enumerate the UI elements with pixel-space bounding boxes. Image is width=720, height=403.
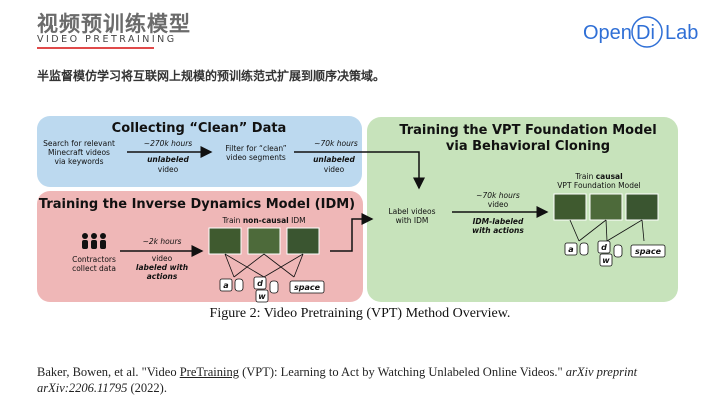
vpt-frames: [553, 193, 659, 221]
idm-connection-lines: [224, 253, 304, 278]
idm-keys: a d w space: [219, 276, 325, 303]
logo-text-lab: Lab: [665, 22, 698, 44]
idm-frame-2: [247, 227, 281, 255]
vpt-frame-3: [625, 193, 659, 221]
vpt-arrow-video: video: [488, 200, 509, 209]
opendilab-logo: Open Di Lab: [583, 16, 698, 48]
vpt-keys: a d w space: [564, 240, 666, 267]
svg-text:space: space: [635, 247, 662, 256]
idm-mouse-icon: [234, 278, 244, 292]
idm-arrow-labeled: labeled with: [136, 263, 188, 272]
vpt-connection-lines: [569, 219, 645, 242]
arrow2-hours: ~70k hours: [314, 139, 358, 148]
arrow2-video: video: [324, 165, 345, 174]
contractors-line-1: Contractors: [72, 255, 116, 264]
filter-line-1: Filter for “clean”: [225, 144, 286, 153]
vpt-arrow-with-actions: with actions: [472, 226, 524, 235]
contractors-icon: [82, 233, 106, 249]
idm-arrow-actions: actions: [147, 272, 178, 281]
idm-train-label: Train non-causal IDM: [221, 216, 305, 225]
idm-arrow-video: video: [152, 254, 173, 263]
vpt-title-1: Training the VPT Foundation Model: [399, 123, 656, 138]
contractors-line-2: collect data: [72, 264, 116, 273]
idm-frame-1: [208, 227, 242, 255]
filter-line-2: video segments: [226, 153, 286, 162]
vpt-key-a: [564, 242, 578, 256]
svg-text:d: d: [257, 279, 263, 288]
figure-caption: Figure 2: Video Pretraining (VPT) Method…: [209, 306, 511, 321]
vpt-arrow-idm-labeled: IDM-labeled: [473, 217, 524, 226]
vpt-mouse-icon: [579, 242, 589, 256]
vpt-key-space: [630, 244, 666, 258]
vpt-arrow-hours: ~70k hours: [476, 191, 520, 200]
arrow-filter-to-label: [294, 151, 425, 190]
logo-text-open: Open: [583, 22, 632, 44]
arrow2-unlabeled: unlabeled: [313, 155, 355, 164]
subtitle-underline: [37, 47, 154, 49]
label-line-1: Label videos: [388, 207, 435, 216]
idm-frames: [208, 227, 320, 255]
vpt-train-line-1: Train causal: [574, 172, 622, 181]
page-subtitle: VIDEO PRETRAINING: [37, 34, 177, 45]
logo-ring-icon: [631, 16, 663, 48]
idm-mouse-icon-2: [269, 280, 279, 294]
vpt-key-w: [599, 253, 613, 267]
svg-text:w: w: [602, 256, 610, 265]
vpt-frame-2: [589, 193, 623, 221]
search-line-1: Search for relevant: [43, 139, 115, 148]
svg-text:w: w: [258, 292, 266, 301]
idm-title: Training the Inverse Dynamics Model (IDM…: [39, 197, 355, 212]
vpt-frame-1: [553, 193, 587, 221]
label-line-2: with IDM: [396, 216, 429, 225]
idm-key-w: [255, 289, 269, 303]
idm-key-d: [253, 276, 267, 290]
svg-text:d: d: [601, 243, 607, 252]
idm-key-space: [289, 280, 325, 294]
vpt-title-2: via Behavioral Cloning: [446, 139, 610, 154]
vpt-key-d: [597, 240, 611, 254]
description-text: 半监督模仿学习将互联网上规模的预训练范式扩展到顺序决策域。: [37, 69, 386, 83]
collect-title: Collecting “Clean” Data: [112, 121, 287, 136]
arrow1-unlabeled: unlabeled: [147, 155, 189, 164]
vpt-mouse-icon-2: [613, 244, 623, 258]
arrow1-hours: ~270k hours: [144, 139, 193, 148]
svg-text:space: space: [294, 283, 321, 292]
idm-frame-3: [286, 227, 320, 255]
search-line-3: via keywords: [55, 157, 104, 166]
svg-text:a: a: [223, 281, 228, 290]
logo-text-di: Di: [636, 22, 655, 44]
reference-citation: Baker, Bowen, et al. "Video PreTraining …: [37, 365, 638, 395]
arrow-idm-to-label: [330, 213, 374, 252]
idm-arrow-hours: ~2k hours: [143, 237, 182, 246]
idm-key-a: [219, 278, 233, 292]
page-title: 视频预训练模型: [37, 12, 191, 36]
vpt-train-line-2: VPT Foundation Model: [557, 181, 640, 190]
svg-text:a: a: [568, 245, 573, 254]
vpt-method-diagram: Collecting “Clean” Data Search for relev…: [37, 116, 678, 303]
search-line-2: Minecraft videos: [48, 148, 110, 157]
arrow1-video: video: [158, 165, 179, 174]
